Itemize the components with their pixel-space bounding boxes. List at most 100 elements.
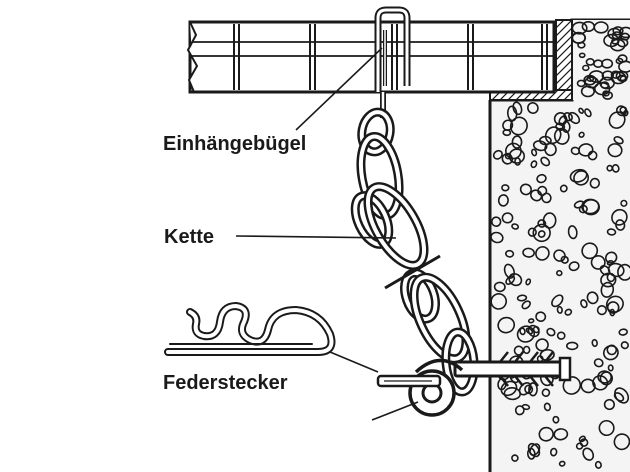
pebble xyxy=(567,225,578,240)
chain-link xyxy=(409,272,471,364)
pebble xyxy=(600,281,615,298)
concrete-wall xyxy=(488,18,630,472)
pebble xyxy=(527,227,537,237)
pebble xyxy=(490,231,504,244)
pebble xyxy=(593,21,609,34)
chain-link xyxy=(357,107,395,157)
pebble xyxy=(602,345,619,361)
pebble xyxy=(536,173,547,184)
pebble xyxy=(553,111,567,126)
pebble xyxy=(512,101,523,116)
pebble xyxy=(559,184,568,193)
pebble xyxy=(616,37,629,48)
grating xyxy=(186,20,556,94)
label-hanger: Einhängebügel xyxy=(163,133,306,155)
pebble xyxy=(593,59,604,69)
pebble xyxy=(606,260,614,266)
pebble xyxy=(527,102,539,114)
pebble xyxy=(620,199,628,207)
pebble xyxy=(497,194,509,207)
pebble xyxy=(591,338,598,348)
pebble xyxy=(578,143,594,157)
grating-bar xyxy=(233,24,240,90)
pebble xyxy=(560,255,569,264)
pebble xyxy=(592,375,609,391)
pebble xyxy=(607,364,614,372)
pebble xyxy=(578,435,586,443)
pebble xyxy=(617,263,630,281)
pebble xyxy=(544,126,562,145)
pebble xyxy=(608,111,626,129)
pebble xyxy=(587,150,598,161)
pebble xyxy=(586,291,599,305)
leader-hanger xyxy=(295,47,383,131)
pebble xyxy=(606,301,620,314)
pebble xyxy=(546,327,556,337)
pebble xyxy=(581,198,600,215)
pebble xyxy=(541,192,552,204)
pebble xyxy=(511,135,523,149)
pebble xyxy=(556,331,566,340)
pebble xyxy=(521,300,531,310)
pebble xyxy=(565,341,579,351)
pebble xyxy=(602,90,610,97)
pebble xyxy=(543,402,552,412)
pebble xyxy=(580,378,596,394)
pebble xyxy=(490,293,508,310)
pebble xyxy=(501,184,510,192)
pebble xyxy=(600,272,617,288)
leader-chain xyxy=(235,235,397,239)
pebble xyxy=(611,164,620,173)
pebble xyxy=(508,148,525,164)
pebble xyxy=(568,261,580,272)
pebble xyxy=(519,183,532,196)
pebble xyxy=(606,228,617,236)
pebble xyxy=(505,249,515,258)
pebble xyxy=(553,127,570,145)
pebble xyxy=(528,382,538,397)
pebble xyxy=(609,38,626,52)
pebble xyxy=(578,131,585,138)
pebble xyxy=(542,212,557,229)
pebble xyxy=(553,428,569,441)
pebble xyxy=(506,105,518,122)
pebble xyxy=(590,254,606,270)
pebble xyxy=(607,143,623,158)
pebble xyxy=(530,160,538,169)
pebble xyxy=(526,447,536,460)
pebble xyxy=(615,57,624,65)
pebble xyxy=(544,142,557,157)
anchor-bolt xyxy=(453,351,572,387)
concrete-aggregate xyxy=(490,20,630,469)
pebble xyxy=(514,405,525,416)
pebble xyxy=(581,64,590,72)
pebble xyxy=(573,170,590,186)
grating-bar xyxy=(391,24,398,90)
label-pin: Federstecker xyxy=(163,372,288,394)
pebble xyxy=(535,338,549,352)
pebble xyxy=(603,398,616,411)
chain xyxy=(350,107,479,397)
pebble xyxy=(505,142,522,160)
grating-bar xyxy=(467,24,474,90)
pebble xyxy=(593,81,611,96)
pebble xyxy=(618,328,628,336)
pebble xyxy=(613,136,624,145)
leader-pin xyxy=(329,351,379,373)
pebble xyxy=(511,454,519,462)
pebble xyxy=(558,460,566,467)
grating-bar xyxy=(309,24,316,90)
pebble xyxy=(516,294,528,302)
pebble xyxy=(620,341,629,350)
label-chain: Kette xyxy=(164,226,214,248)
pebble xyxy=(527,318,535,324)
pebble xyxy=(601,70,614,81)
pebble xyxy=(490,216,502,227)
pebble xyxy=(552,415,560,424)
pebble xyxy=(556,305,563,314)
pebble xyxy=(596,305,608,316)
pebble xyxy=(511,223,520,230)
pebble xyxy=(540,156,551,167)
pebble xyxy=(538,426,554,442)
